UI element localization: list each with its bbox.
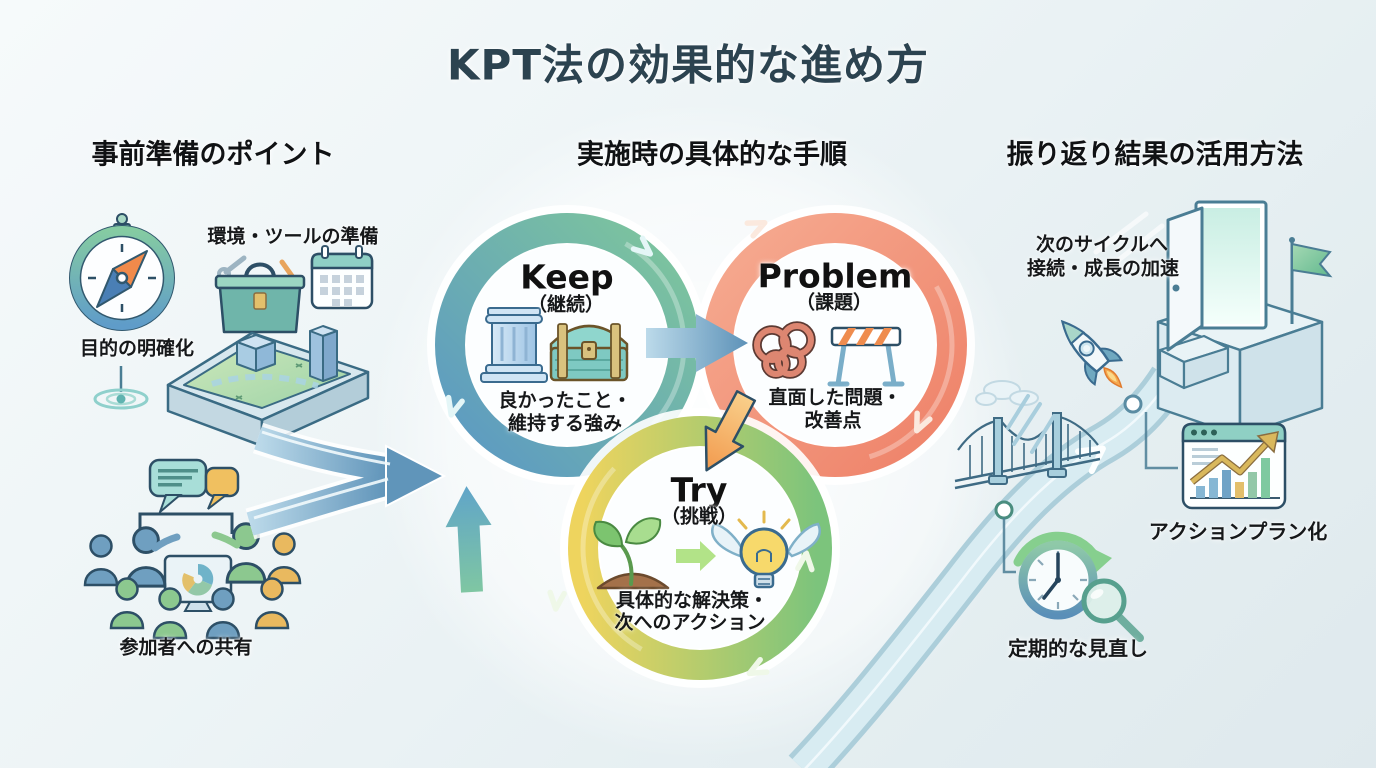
- share-label: 参加者への共有: [119, 636, 253, 659]
- barrier-icon: [827, 326, 905, 387]
- calendar-icon: [310, 245, 374, 310]
- problem-name: Problem: [757, 256, 913, 296]
- try-desc-line1: 具体的な解決策・: [615, 589, 769, 612]
- try-desc-line2: 次へのアクション: [614, 611, 766, 634]
- open-door-icon: [1166, 200, 1268, 352]
- magnifier-icon: [1081, 578, 1144, 642]
- keep-desc-line1: 良かったこと・: [498, 389, 632, 412]
- winged-bulb-icon: [711, 510, 821, 589]
- problem-desc-line1: 直面した問題・: [768, 386, 902, 409]
- utilization-heading: 振り返り結果の活用方法: [1006, 139, 1304, 171]
- keep-desc-line2: 維持する強み: [507, 412, 623, 435]
- keep-name: Keep: [520, 257, 614, 297]
- entry-arrow: [245, 422, 447, 540]
- rocket-icon: [1006, 319, 1124, 454]
- cloud-icon: [975, 380, 1039, 406]
- treasure-chest-icon: [549, 323, 629, 382]
- clock-icon: [1013, 531, 1112, 620]
- execution-heading: 実施時の具体的な手順: [577, 139, 847, 171]
- chart-window-icon: [1181, 422, 1287, 510]
- try-to-keep-arrow: [445, 486, 492, 593]
- pillar-icon: [480, 307, 548, 383]
- page-title: KPT法の効果的な進め方: [447, 40, 929, 90]
- tangled-knot-icon: [752, 321, 816, 379]
- preparation-heading: 事前準備のポイント: [91, 139, 335, 171]
- platform-icon: [166, 325, 370, 448]
- flag-icon: [1289, 237, 1333, 324]
- try-name: Try: [670, 470, 728, 510]
- purpose-label: 目的の明確化: [79, 337, 195, 360]
- next-cycle-label-line2: 接続・成長の加速: [1026, 257, 1180, 280]
- compass-icon: [69, 213, 175, 331]
- road-icon: [788, 366, 1188, 768]
- bridge-icon: [954, 412, 1101, 490]
- try-reading: （挑戦）: [660, 505, 738, 528]
- streaks: [1093, 211, 1165, 265]
- meeting-icon: [83, 458, 302, 640]
- review-label: 定期的な見直し: [1008, 636, 1148, 661]
- action-plan-label: アクションプラン化: [1148, 519, 1328, 544]
- purpose-callout: [93, 366, 149, 410]
- keep-reading: （継続）: [527, 293, 605, 316]
- toolbox-icon: [214, 255, 306, 334]
- sprout-icon: [593, 517, 670, 590]
- keep-to-problem-arrow: [646, 314, 748, 372]
- try-step-arrow-icon: [676, 541, 716, 571]
- next-cycle-label-line1: 次のサイクルへ: [1035, 233, 1169, 256]
- env-tools-label: 環境・ツールの準備: [207, 225, 379, 248]
- problem-to-try-arrow: [704, 390, 757, 472]
- problem-desc-line2: 改善点: [804, 409, 862, 432]
- problem-reading: （課題）: [795, 291, 873, 314]
